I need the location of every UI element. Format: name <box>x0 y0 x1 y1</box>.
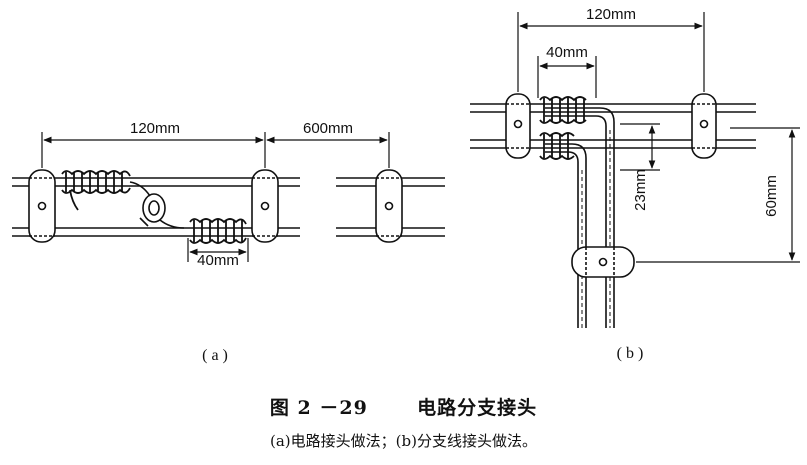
insulator-1 <box>28 169 56 243</box>
panel-b-lower-coil <box>539 132 575 160</box>
panel-a-dim-600 <box>266 132 390 168</box>
figure-number: 图 2 －29 <box>269 397 368 419</box>
panel-b-branch-wires <box>545 107 615 328</box>
panel-a-diagram <box>12 132 445 262</box>
panel-b-insulator-3 <box>571 246 635 278</box>
panel-a-upper-coil <box>61 170 131 211</box>
panel-b-dim-60 <box>636 127 800 263</box>
panel-b-insulator-1 <box>505 93 531 159</box>
panel-a-link <box>129 181 185 229</box>
panel-b-drop-label: 60mm <box>763 175 780 217</box>
insulator-3 <box>375 169 403 243</box>
panel-b-insulator-2 <box>691 93 717 159</box>
panel-a-dim-40 <box>187 238 249 262</box>
panel-a-span-label: 120mm <box>130 120 180 137</box>
figure-title: 电路分支接头 <box>417 397 538 419</box>
panel-a-spacing-label: 600mm <box>303 120 353 137</box>
panel-b-gap-label: 23mm <box>632 169 649 211</box>
panel-b-upper-coil <box>539 96 587 124</box>
figure-caption: 图 2 －29 电路分支接头 <box>0 393 807 420</box>
figure-note: (a)电路接头做法；(b)分支线接头做法。 <box>270 432 537 450</box>
panel-b-diagram <box>470 12 800 328</box>
panel-b-dim-40 <box>537 56 597 98</box>
panel-a-wrap-label: 40mm <box>197 252 239 269</box>
panel-b-wrap-label: 40mm <box>546 44 588 61</box>
panel-a-lower-coil <box>189 218 247 244</box>
panel-a-dim-120 <box>41 132 266 168</box>
panel-b-dim-120 <box>517 12 705 92</box>
panel-b-label: ( b ) <box>617 345 644 362</box>
panel-b-span-label: 120mm <box>586 6 636 23</box>
panel-b-dim-23 <box>620 123 660 171</box>
panel-a-label: ( a ) <box>202 347 228 364</box>
insulator-2 <box>251 169 279 243</box>
